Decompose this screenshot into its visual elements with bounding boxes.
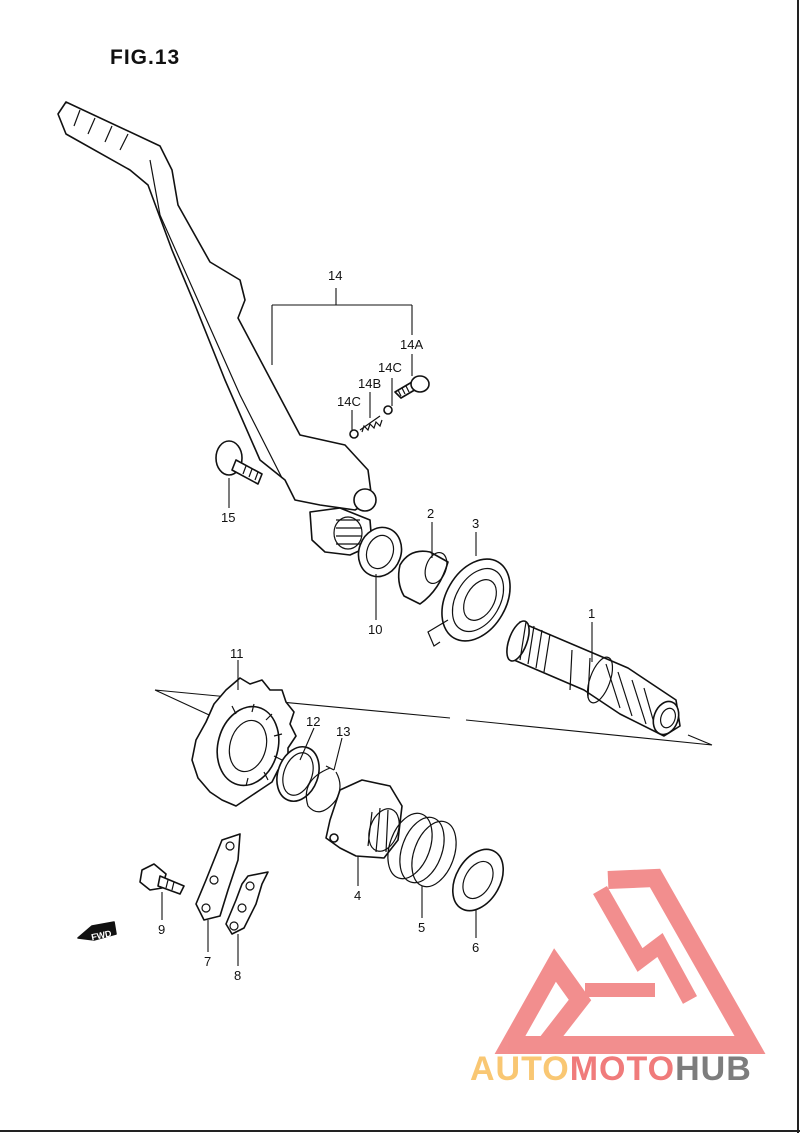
washer-6-part[interactable] [442, 840, 513, 919]
callout-2: 2 [427, 506, 434, 521]
right-border [797, 0, 799, 1133]
callout-8: 8 [234, 968, 241, 983]
group-14-bracket [271, 288, 413, 365]
spring-5-part[interactable] [380, 807, 465, 893]
callout-10: 10 [368, 622, 382, 637]
figure-title: FIG.13 [110, 46, 181, 69]
callout-5: 5 [418, 920, 425, 935]
ratchet-4-part[interactable] [325, 779, 405, 859]
guide-2-part[interactable] [397, 550, 451, 605]
kick-lever-part[interactable] [57, 101, 377, 556]
callout-4: 4 [354, 888, 361, 903]
callout-13: 13 [336, 724, 350, 739]
callout-3: 3 [472, 516, 479, 531]
bolt-15-part[interactable] [215, 440, 263, 485]
bottom-border [0, 1130, 800, 1132]
kick-shaft-1-part[interactable] [502, 618, 683, 738]
watermark-brand-hub: HUB [675, 1050, 752, 1088]
plate-8-part[interactable] [225, 871, 269, 935]
kick-gear-11-part[interactable] [191, 677, 297, 807]
washer-12-part[interactable] [270, 741, 327, 807]
fwd-arrow-label: FWD [90, 928, 113, 942]
callout-12: 12 [306, 714, 320, 729]
ball-14c-upper-part[interactable] [383, 405, 393, 415]
callout-1: 1 [588, 606, 595, 621]
callout-14a: 14A [400, 337, 423, 352]
circlip-13-part[interactable] [305, 765, 341, 813]
watermark-brand-moto: MOTO [569, 1050, 676, 1088]
plate-7-part[interactable] [195, 833, 241, 921]
callout-leaders [161, 354, 593, 966]
callout-15: 15 [221, 510, 235, 525]
callout-14c-lower: 14C [337, 394, 361, 409]
bolt-9-part[interactable] [139, 863, 185, 895]
callout-14c-upper: 14C [378, 360, 402, 375]
spring-14b-part[interactable] [359, 415, 383, 433]
watermark-brand-auto: AUTO [470, 1050, 570, 1088]
callout-14b: 14B [358, 376, 381, 391]
ball-14c-lower-part[interactable] [349, 429, 359, 439]
shaft-axis-line [154, 689, 713, 746]
watermark-logo-icon [494, 868, 766, 1054]
callout-11: 11 [230, 646, 244, 661]
bushing-10-part[interactable] [352, 521, 409, 582]
fwd-arrow-icon: FWD [77, 921, 117, 942]
watermark-brand-text: AUTOMOTOHUB [470, 1050, 752, 1089]
callout-9: 9 [158, 922, 165, 937]
spring-3-part[interactable] [427, 547, 524, 653]
callout-7: 7 [204, 954, 211, 969]
bolt-14a-part[interactable] [394, 375, 430, 399]
callout-14: 14 [328, 268, 342, 283]
callout-6: 6 [472, 940, 479, 955]
